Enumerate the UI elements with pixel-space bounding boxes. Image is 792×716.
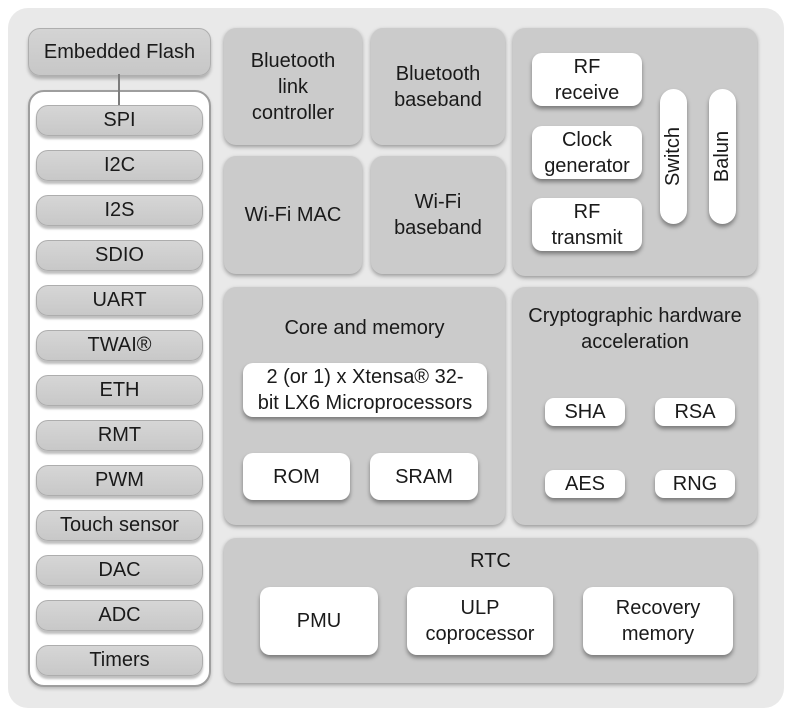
peripherals-panel: SPI I2C I2S SDIO UART TWAI® ETH RMT PWM … <box>28 90 211 687</box>
peripheral-touch-sensor: Touch sensor <box>36 510 203 541</box>
wifi-mac-block: Wi-Fi MAC <box>224 156 362 274</box>
bluetooth-link-controller-label: Bluetooth link controller <box>250 49 336 124</box>
rtc-title: RTC <box>470 550 511 572</box>
rom-block: ROM <box>243 453 350 500</box>
chip-outline: Embedded Flash SPI I2C I2S SDIO UART TWA… <box>8 8 784 708</box>
bluetooth-baseband-label: Bluetooth baseband <box>394 62 482 111</box>
bluetooth-baseband-block: Bluetooth baseband <box>371 28 505 145</box>
core-memory-title: Core and memory <box>284 317 445 339</box>
peripheral-i2c: I2C <box>36 150 203 181</box>
peripheral-twai: TWAI® <box>36 330 203 361</box>
clock-generator-block: Clock generator <box>532 126 642 179</box>
peripheral-adc: ADC <box>36 600 203 631</box>
peripheral-spi: SPI <box>36 105 203 136</box>
balun-block: Balun <box>709 89 736 224</box>
peripheral-i2s: I2S <box>36 195 203 226</box>
wifi-baseband-label: Wi-Fi baseband <box>394 191 482 239</box>
crypto-title: Cryptographic hardware acceleration <box>528 305 742 353</box>
peripheral-rmt: RMT <box>36 420 203 451</box>
peripheral-dac: DAC <box>36 555 203 586</box>
rtc-panel: RTC PMU ULP coprocessor Recovery memory <box>224 538 757 683</box>
balun-label: Balun <box>711 130 733 183</box>
peripheral-pwm: PWM <box>36 465 203 496</box>
rng-block: RNG <box>655 470 735 498</box>
ulp-coprocessor-block: ULP coprocessor <box>407 587 553 655</box>
rf-transmit-block: RF transmit <box>532 198 642 251</box>
flash-connector-line <box>118 74 120 105</box>
switch-block: Switch <box>660 89 687 224</box>
sram-block: SRAM <box>370 453 478 500</box>
peripheral-uart: UART <box>36 285 203 316</box>
sha-block: SHA <box>545 398 625 426</box>
peripheral-eth: ETH <box>36 375 203 406</box>
bluetooth-link-controller-block: Bluetooth link controller <box>224 28 362 145</box>
wifi-mac-label: Wi-Fi MAC <box>244 204 342 226</box>
peripheral-timers: Timers <box>36 645 203 676</box>
aes-block: AES <box>545 470 625 498</box>
wifi-baseband-block: Wi-Fi baseband <box>371 156 505 274</box>
rsa-block: RSA <box>655 398 735 426</box>
switch-label: Switch <box>662 127 684 186</box>
rf-panel: RF receive Clock generator RF transmit S… <box>513 28 757 276</box>
core-memory-panel: Core and memory 2 (or 1) x Xtensa® 32- b… <box>224 287 505 525</box>
peripheral-sdio: SDIO <box>36 240 203 271</box>
rf-receive-block: RF receive <box>532 53 642 106</box>
cpu-block: 2 (or 1) x Xtensa® 32- bit LX6 Microproc… <box>243 363 487 417</box>
pmu-block: PMU <box>260 587 378 655</box>
embedded-flash-block: Embedded Flash <box>28 28 211 76</box>
crypto-panel: Cryptographic hardware acceleration SHA … <box>513 287 757 525</box>
recovery-memory-block: Recovery memory <box>583 587 733 655</box>
